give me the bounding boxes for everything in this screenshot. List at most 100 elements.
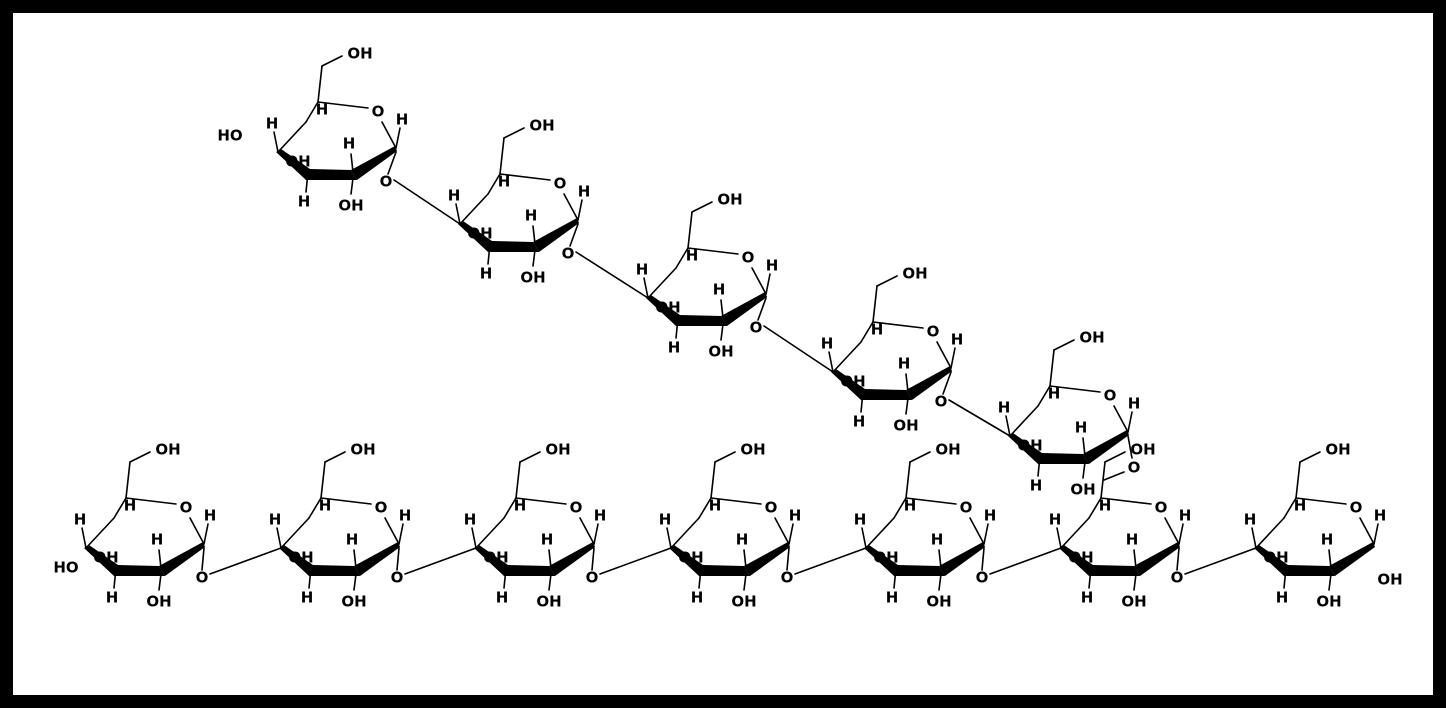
ring-oxygen-label: O <box>927 323 940 341</box>
ring-bond-wedge <box>744 542 790 576</box>
c1-h-bond <box>398 523 404 545</box>
c5-c6-bond <box>1100 461 1106 499</box>
ring-bond-wedge <box>159 542 205 576</box>
c6-bond <box>714 451 736 463</box>
h5-label: H <box>1294 497 1307 515</box>
glycosidic-bond <box>591 547 595 571</box>
ring-bond-bold <box>864 545 945 576</box>
h5-label: H <box>904 497 917 515</box>
hydroxymethyl-label: OH <box>935 441 960 459</box>
hydroxymethyl-label: OH <box>1079 329 1104 347</box>
h3-label: H <box>853 413 866 431</box>
c3-h-bond <box>1037 455 1041 477</box>
glycosidic-bond <box>1103 471 1125 481</box>
glycosidic-bond <box>393 179 461 225</box>
glycosidic-oxygen-label: O <box>781 569 794 587</box>
c1-h-bond <box>1178 523 1184 545</box>
h3-label: H <box>106 589 119 607</box>
c2-h-bond <box>938 549 942 569</box>
ring-bond-bold <box>831 369 912 400</box>
ring-bond-wedge <box>906 366 952 400</box>
ring-bond <box>1009 405 1039 437</box>
ring-bond <box>320 497 372 505</box>
h3-label: H <box>496 589 509 607</box>
ring-bond-bold <box>669 545 750 576</box>
ring-bond <box>1255 517 1285 549</box>
oh3-label: OH <box>93 549 118 567</box>
oh3-label: OH <box>1068 549 1093 567</box>
c2-h-bond <box>1133 549 1137 569</box>
c3-h-bond <box>1283 567 1287 589</box>
c4-h-bond <box>455 203 461 225</box>
ring-bond <box>487 173 501 195</box>
c6-bond <box>324 451 346 463</box>
glycosidic-oxygen-label: O <box>935 393 948 411</box>
hydroxymethyl-label: OH <box>717 191 742 209</box>
c5-c6-bond <box>125 461 131 499</box>
h2-label: H <box>713 281 726 299</box>
c4-h-bond <box>276 527 282 549</box>
h1-label: H <box>396 111 409 129</box>
glycosidic-bond <box>396 547 400 571</box>
c6-bond <box>1053 339 1075 351</box>
c2-h-bond <box>548 549 552 569</box>
ring-bond-wedge <box>1083 430 1129 464</box>
glycosidic-linkage-bottom-1: O <box>196 547 282 587</box>
oh2-label: OH <box>520 269 545 287</box>
ring-bond-bold <box>646 295 727 326</box>
oh2-label: OH <box>1121 593 1146 611</box>
c2-h-bond <box>350 153 354 173</box>
ring-bond <box>670 517 700 549</box>
hydroxymethyl-label: OH <box>1130 441 1155 459</box>
c2-h-bond <box>905 373 909 393</box>
oh2-label: OH <box>731 593 756 611</box>
glycosidic-bond <box>794 547 867 575</box>
branch-oxygen-label: O <box>1128 459 1141 477</box>
ring-bond <box>860 321 874 343</box>
oh3-label: OH <box>873 549 898 567</box>
glycosidic-bond <box>948 399 1011 437</box>
h5-label: H <box>498 173 511 191</box>
c2-h-bond <box>353 549 357 569</box>
c1-h-bond <box>950 347 956 369</box>
ring-bond <box>459 193 489 225</box>
ring-bond <box>969 517 985 545</box>
h1-label: H <box>789 507 802 525</box>
c4-h-bond <box>1005 415 1011 437</box>
oh3-label: OH <box>285 153 310 171</box>
h2-label: H <box>343 135 356 153</box>
oh2-label: OH <box>708 343 733 361</box>
c5-c6-bond <box>317 65 323 103</box>
hydroxymethyl-label: OH <box>740 441 765 459</box>
hydroxymethyl-label: OH <box>1325 441 1350 459</box>
c5-c6-bond <box>905 461 911 499</box>
h2-label: H <box>346 531 359 549</box>
c4-h-bond <box>643 277 649 299</box>
ring-bond <box>687 247 739 255</box>
oh2-label: OH <box>1316 593 1341 611</box>
ring-bond-wedge <box>721 292 767 326</box>
reducing-end-oh-label: OH <box>1377 571 1402 589</box>
c2-h-bond <box>1328 549 1332 569</box>
h1-label: H <box>1374 507 1387 525</box>
ring-bond <box>936 341 952 369</box>
ring-oxygen-label: O <box>1350 499 1363 517</box>
ring-bond-wedge <box>533 218 579 252</box>
ring-bond <box>1100 497 1152 505</box>
h4-label: H <box>854 511 867 529</box>
c5-c6-bond <box>710 461 716 499</box>
oh2-label: OH <box>341 593 366 611</box>
glycosidic-linkage-branch-4: O <box>935 371 1011 437</box>
glycosidic-bond <box>757 297 767 321</box>
ring-bond-bold <box>84 545 165 576</box>
ring-bond <box>865 517 895 549</box>
c5-c6-bond <box>687 211 693 249</box>
oh2-label: OH <box>536 593 561 611</box>
glycosidic-linkage-bottom-5: O <box>976 547 1062 587</box>
ring-bond <box>647 267 677 299</box>
